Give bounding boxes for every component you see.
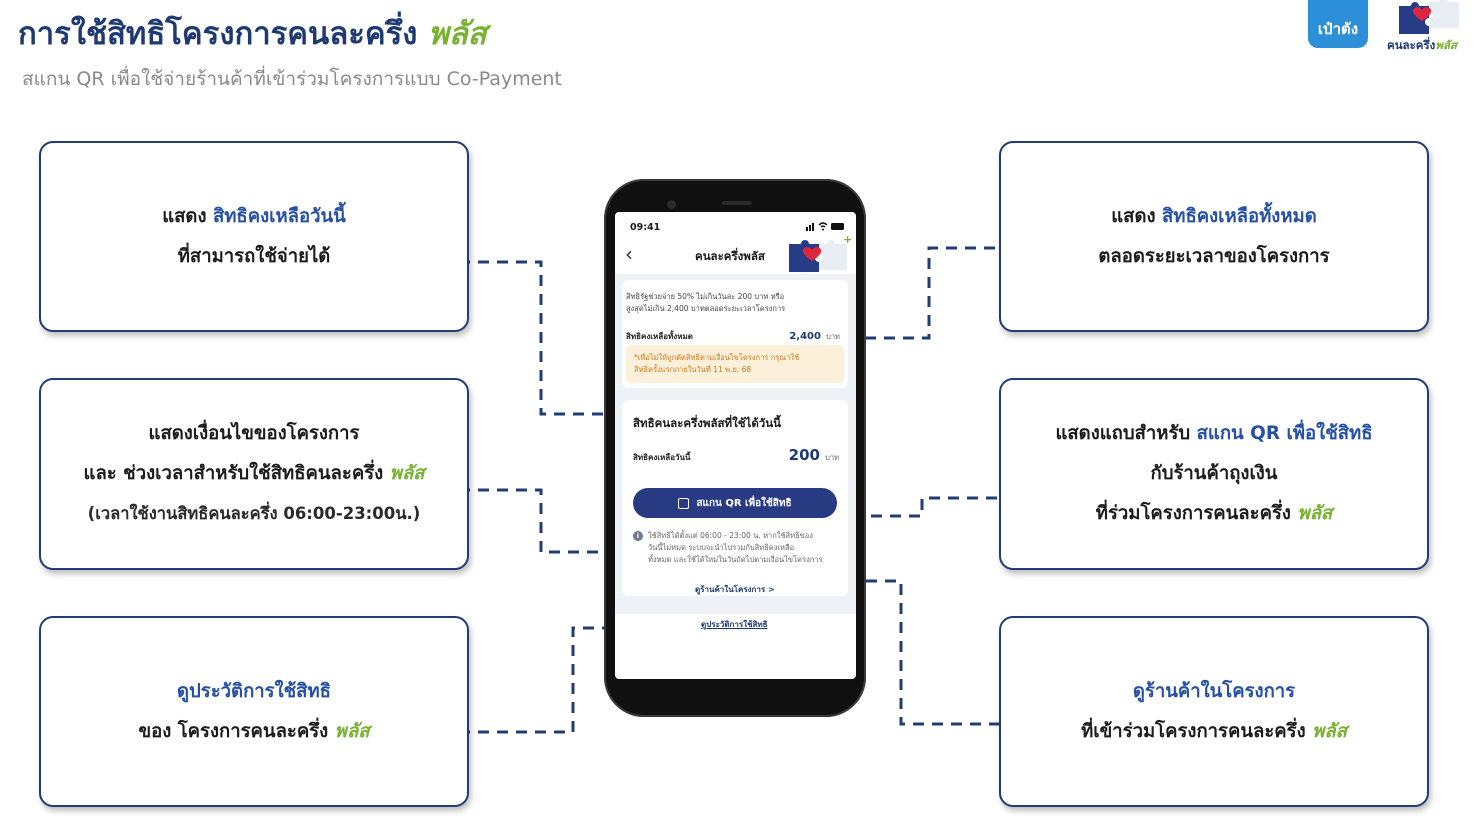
callout-line: ตลอดระยะเวลาของโครงการ (1098, 245, 1330, 267)
callout-line: ที่สามารถใช้จ่ายได้ (177, 245, 331, 267)
puzzle-heart-icon: + (789, 234, 852, 272)
puzzle-heart-icon (1399, 0, 1459, 34)
scan-qr-button[interactable]: สแกน QR เพื่อใช้สิทธิ (633, 488, 837, 518)
today-balance-value: 200 (788, 446, 820, 464)
callout-line: และ ช่วงเวลาสำหรับใช้สิทธิคนละครึ่ง พลัส (84, 454, 425, 494)
connector-shops (790, 579, 1012, 726)
callout-text: และ ช่วงเวลาสำหรับใช้สิทธิคนละครึ่ง (83, 463, 384, 484)
currency-unit: บาท (826, 332, 840, 341)
svg-text:+: + (843, 234, 852, 246)
today-card-title: สิทธิคนละครึ่งพลัสที่ใช้ได้วันนี้ (633, 416, 781, 430)
callout-plus: พลัส (1312, 720, 1347, 742)
callout-line: ที่ร่วมโครงการคนละครึ่ง พลัส (1096, 494, 1332, 534)
callout-conditions: แสดงเงื่อนไขของโครงการ และ ช่วงเวลาสำหรั… (39, 378, 469, 570)
callout-line: แสดง สิทธิคงเหลือทั้งหมด (1111, 197, 1317, 237)
callout-scan-qr: แสดงแถบสำหรับ สแกน QR เพื่อใช้สิทธิ กับร… (999, 378, 1429, 570)
phone-camera (667, 200, 676, 209)
qr-scan-icon (678, 497, 690, 509)
callout-text: ที่ร่วมโครงการคนละครึ่ง (1095, 503, 1291, 524)
warning-line: สิทธิครั้งแรกภายในวันที่ 11 พ.ย. 68 (634, 365, 752, 374)
connector-scan-qr (833, 496, 1012, 518)
status-time: 09:41 (630, 222, 661, 233)
callout-line: แสดง สิทธิคงเหลือวันนี้ (162, 197, 346, 237)
warning-line: *เพื่อไม่ให้ถูกตัดสิทธิตามเงื่อนไขโครงกา… (634, 353, 800, 362)
paotang-logo-text: เป๋าตัง (1317, 20, 1359, 38)
callout-line: (เวลาใช้งานสิทธิคนละครึ่ง 06:00-23:00น.) (87, 504, 421, 523)
title-text: การใช้สิทธิโครงการคนละครึ่ง (18, 16, 418, 52)
description-line: สิทธิรัฐช่วยจ่าย 50% ไม่เกินวันละ 200 บา… (626, 292, 785, 301)
callout-highlight: สแกน QR เพื่อใช้สิทธิ (1196, 423, 1373, 444)
callout-plus: พลัส (1297, 503, 1333, 524)
callout-line: ที่เข้าร่วมโครงการคนละครึ่ง พลัส (1081, 712, 1347, 752)
warning-box: *เพื่อไม่ให้ถูกตัดสิทธิตามเงื่อนไขโครงกา… (626, 345, 844, 383)
total-balance-row: สิทธิคงเหลือทั้งหมด 2,400 บาท (626, 324, 840, 343)
callout-shops: ดูร้านค้าในโครงการ ที่เข้าร่วมโครงการคนล… (999, 616, 1429, 807)
callout-plus: พลัส (334, 720, 370, 742)
nav-title: คนละครึ่งพลัส (695, 249, 765, 263)
usage-info-text: ใช้สิทธิได้ตั้งแต่ 06:00 - 23:00 น. หากใ… (648, 530, 823, 566)
info-line: วันนี้ไม่หมด ระบบจะนำไปรวมกับสิทธิคงเหลื… (648, 543, 795, 552)
callout-text: แสดง (1111, 205, 1156, 227)
today-balance-label: สิทธิคงเหลือวันนี้ (633, 453, 691, 462)
page-title: การใช้สิทธิโครงการคนละครึ่ง พลัส (18, 8, 487, 58)
scan-qr-button-label: สแกน QR เพื่อใช้สิทธิ (696, 497, 792, 509)
callout-line: ดูร้านค้าในโครงการ (1132, 680, 1296, 702)
connector-daily-balance (459, 260, 623, 416)
callout-daily-balance: แสดง สิทธิคงเหลือวันนี้ ที่สามารถใช้จ่าย… (39, 141, 469, 332)
shop-list-link[interactable]: ดูร้านค้าในโครงการ > (695, 585, 775, 594)
program-description: สิทธิรัฐช่วยจ่าย 50% ไม่เกินวันละ 200 บา… (626, 291, 816, 315)
callout-text: แสดงแถบสำหรับ (1055, 423, 1191, 444)
connector-conditions (459, 488, 623, 554)
info-line: ใช้สิทธิได้ตั้งแต่ 06:00 - 23:00 น. หากใ… (648, 531, 813, 540)
title-plus: พลัส (428, 16, 487, 52)
page-subtitle: สแกน QR เพื่อใช้จ่ายร้านค้าที่เข้าร่วมโค… (22, 68, 562, 90)
callout-line: แสดงเงื่อนไขของโครงการ (148, 423, 360, 444)
today-balance-row: สิทธิคงเหลือวันนี้ 200 บาท (633, 445, 839, 464)
callout-line: ของ โครงการคนละครึ่ง พลัส (139, 712, 370, 752)
description-line: สูงสุดไม่เกิน 2,400 บาทตลอดระยะเวลาโครงก… (626, 304, 786, 313)
callout-history: ดูประวัติการใช้สิทธิ ของ โครงการคนละครึ่… (39, 616, 469, 807)
callout-text: ที่เข้าร่วมโครงการคนละครึ่ง (1081, 720, 1306, 742)
total-balance-label: สิทธิคงเหลือทั้งหมด (626, 332, 693, 341)
callout-plus: พลัส (389, 463, 425, 484)
info-icon: i (633, 531, 643, 541)
khonlakhrueng-logo: คนละครึ่งพลัส (1385, 0, 1480, 60)
phone-speaker (722, 201, 752, 205)
phone-screen: 09:41 ‹ คนละครึ่งพลัส + สิทธิรัฐช่วยจ่าย… (615, 212, 856, 679)
connector-total-balance (846, 246, 1012, 340)
callout-total-balance: แสดง สิทธิคงเหลือทั้งหมด ตลอดระยะเวลาของ… (999, 141, 1429, 332)
total-balance-value: 2,400 (789, 331, 821, 342)
callout-text: แสดง (162, 205, 207, 227)
callout-line: แสดงแถบสำหรับ สแกน QR เพื่อใช้สิทธิ (1055, 414, 1372, 454)
logo-label-text: คนละครึ่ง (1387, 38, 1436, 52)
info-line: ทั้งหมด และใช้ได้ใหม่ในวันถัดไปตามเงื่อน… (648, 555, 823, 564)
signal-wifi-battery-icon (806, 222, 844, 231)
callout-line: กับร้านค้าถุงเงิน (1150, 463, 1278, 484)
currency-unit: บาท (825, 453, 839, 462)
status-icons (806, 221, 846, 234)
usage-history-link[interactable]: ดูประวัติการใช้สิทธิ (701, 620, 768, 629)
callout-line: ดูประวัติการใช้สิทธิ (177, 680, 331, 702)
khonlakhrueng-logo-label: คนละครึ่งพลัส (1387, 37, 1457, 55)
callout-highlight: สิทธิคงเหลือทั้งหมด (1161, 205, 1317, 227)
warning-text: *เพื่อไม่ให้ถูกตัดสิทธิตามเงื่อนไขโครงกา… (634, 352, 799, 376)
callout-text: ของ โครงการคนละครึ่ง (138, 720, 329, 742)
logo-label-plus: พลัส (1435, 38, 1457, 52)
callout-highlight: สิทธิคงเหลือวันนี้ (212, 205, 346, 227)
back-chevron-icon[interactable]: ‹ (625, 242, 633, 266)
paotang-logo: เป๋าตัง (1308, 0, 1368, 48)
